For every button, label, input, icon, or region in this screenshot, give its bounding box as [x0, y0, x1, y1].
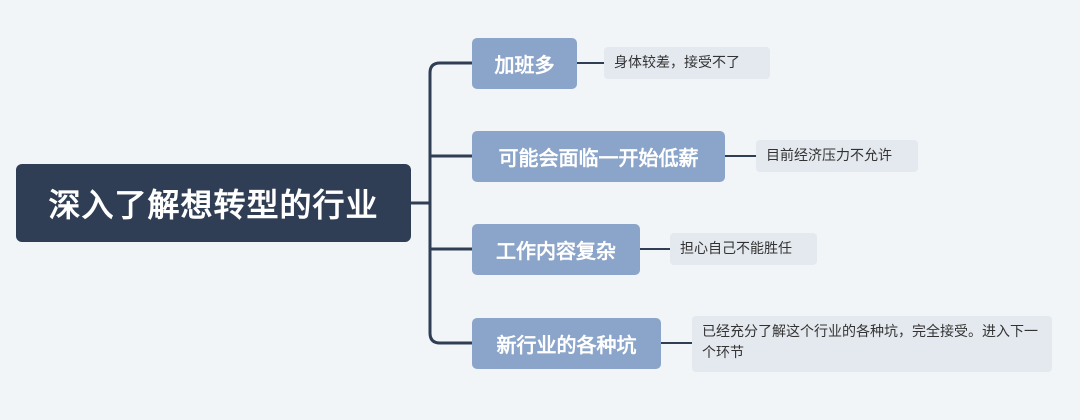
note-text: 目前经济压力不允许 — [766, 147, 892, 164]
note-text: 已经充分了解这个行业的各种坑，完全接受。进入下一个环节 — [702, 324, 1038, 361]
note-overtime[interactable]: 身体较差，接受不了 — [604, 47, 770, 79]
topic-label: 工作内容复杂 — [496, 239, 616, 263]
note-industry-pitfalls[interactable]: 已经充分了解这个行业的各种坑，完全接受。进入下一个环节 — [692, 316, 1052, 372]
topic-complex-work[interactable]: 工作内容复杂 — [472, 224, 640, 275]
root-topic-label: 深入了解想转型的行业 — [48, 186, 379, 224]
topic-label: 加班多 — [494, 53, 555, 77]
topic-label: 可能会面临一开始低薪 — [498, 146, 699, 170]
topic-overtime[interactable]: 加班多 — [472, 38, 577, 89]
topic-label: 新行业的各种坑 — [496, 333, 637, 357]
topic-industry-pitfalls[interactable]: 新行业的各种坑 — [472, 318, 661, 369]
root-topic[interactable]: 深入了解想转型的行业 — [16, 164, 411, 242]
note-text: 身体较差，接受不了 — [614, 54, 740, 71]
topic-low-salary[interactable]: 可能会面临一开始低薪 — [472, 131, 725, 182]
note-low-salary[interactable]: 目前经济压力不允许 — [756, 140, 918, 172]
note-text: 担心自己不能胜任 — [680, 240, 792, 257]
note-complex-work[interactable]: 担心自己不能胜任 — [670, 233, 817, 265]
trunk-connector — [428, 61, 472, 345]
